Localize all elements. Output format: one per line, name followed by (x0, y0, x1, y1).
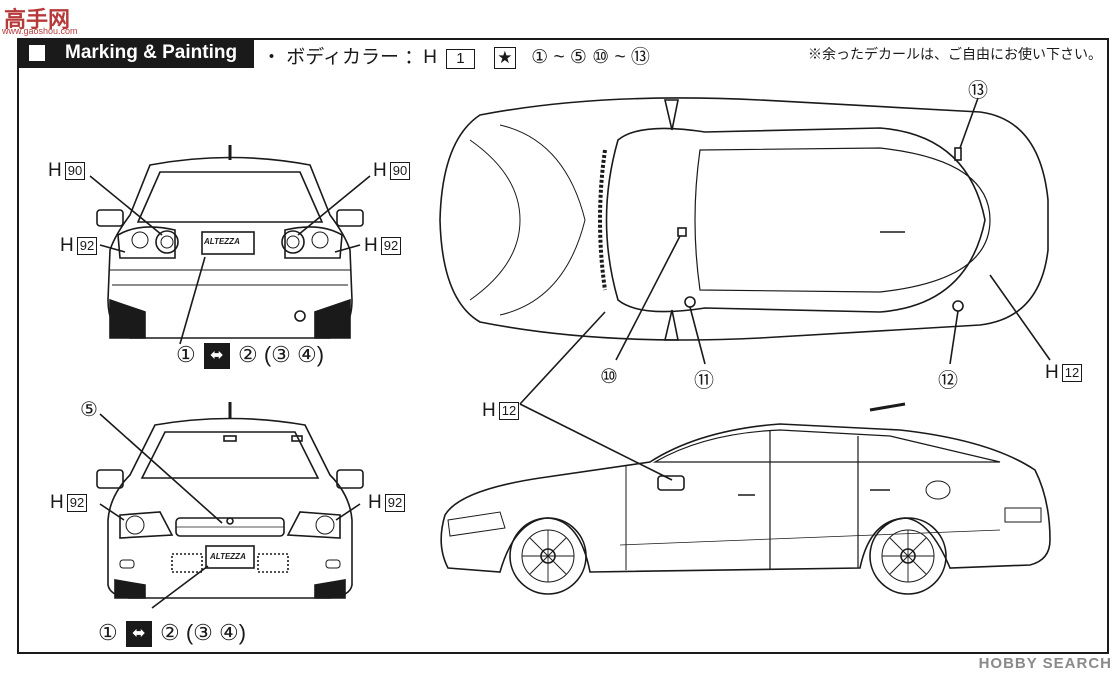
rear-decal-codes: ① ⬌ ② (③ ④) (176, 342, 324, 370)
side-view-drawing (440, 402, 1051, 595)
section-title: Marking & Painting (65, 42, 238, 63)
body-color-label: ボディカラー ：H (286, 47, 437, 68)
front-plate-text: ALTEZZA (210, 552, 246, 561)
paint-number-box: 1 (446, 49, 475, 69)
top-view-drawing (439, 97, 1051, 405)
watermark-hobby-search: HOBBY SEARCH (978, 655, 1112, 672)
top-callout-10: ⑩ (600, 366, 618, 388)
swap-arrow-icon: ⬌ (203, 343, 230, 370)
bullet: ・ (262, 47, 282, 68)
top-callout-11: ⑪ (694, 370, 714, 392)
front-decal-codes: ① ⬌ ② (③ ④) (98, 620, 246, 648)
watermark-logo: 高手网 (4, 7, 71, 32)
decal-note: ※余ったデカールは、ご自由にお使い下さい。 (808, 46, 1102, 62)
rear-view-drawing (89, 145, 371, 345)
star-icon: ★ (493, 46, 516, 69)
top-callout-12: ⑫ (938, 370, 958, 392)
rear-plate-text: ALTEZZA (204, 237, 240, 246)
top-callout-13: ⑬ (968, 80, 988, 102)
front-view-drawing (96, 402, 364, 609)
section-title-bar: Marking & Painting (17, 38, 254, 68)
watermark-url: www.gaoshou.com (2, 26, 78, 36)
decal-range: ① ~ ⑤ ⑩ ~ ⑬ (531, 47, 650, 68)
swap-arrow-icon: ⬌ (125, 621, 152, 648)
square-bullet-icon (29, 45, 45, 61)
instruction-frame (17, 38, 1109, 654)
front-callout-5: ⑤ (80, 399, 98, 421)
body-color-line: ・ ボディカラー ：H 1 ★ ① ~ ⑤ ⑩ ~ ⑬ (262, 42, 650, 69)
